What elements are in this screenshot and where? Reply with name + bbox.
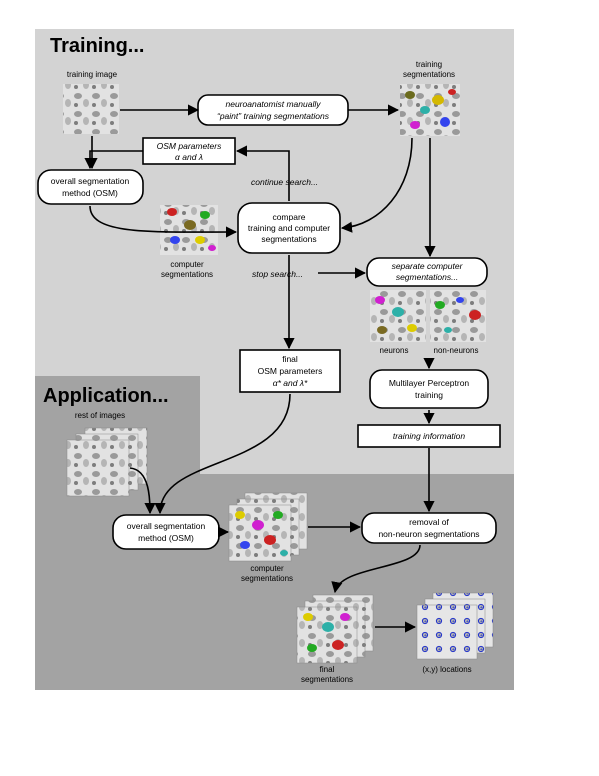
- neurons-image: [370, 290, 426, 342]
- training-image: [63, 84, 119, 134]
- training-information-label: training information: [393, 431, 466, 441]
- mlp-line1: Multilayer Perceptron: [389, 378, 470, 388]
- computer-segmentations-image: [160, 205, 218, 255]
- final-osm-line2: OSM parameters: [258, 366, 323, 376]
- neurons-label: neurons: [380, 346, 409, 355]
- removal-box: [361, 512, 497, 544]
- final-osm-parameters-box: [239, 349, 341, 393]
- rest-of-images-stack: [66, 427, 148, 497]
- training-image-label: training image: [67, 70, 118, 79]
- manual-paint-line1: neuroanatomist manually: [226, 99, 322, 109]
- removal-line1: removal of: [409, 517, 449, 527]
- arrows: [84, 104, 436, 633]
- rest-of-images-label: rest of images: [75, 411, 125, 420]
- osm-line2: method (OSM): [62, 188, 118, 198]
- removal-line2: non-neuron segmentations: [378, 529, 479, 539]
- xy-locations-label: (x,y) locations: [422, 665, 471, 674]
- manual-paint-line2: “paint” training segmentations: [217, 111, 330, 121]
- osm-line1: overall segmentation: [51, 176, 130, 186]
- computer-segmentations-label-2: segmentations: [161, 270, 213, 279]
- stop-search-label: stop search...: [252, 269, 303, 279]
- app-computer-segmentations-label-2: segmentations: [241, 574, 293, 583]
- xy-locations-stack: [416, 592, 494, 660]
- osm-parameters-line2: α and λ: [175, 152, 203, 162]
- final-segmentations-stack: [296, 594, 374, 664]
- app-computer-segmentations-stack: [228, 492, 308, 562]
- final-segmentations-label: final: [320, 665, 335, 674]
- separate-line2: segmentations...: [396, 272, 458, 282]
- mlp-training-box: [369, 369, 489, 409]
- separate-box: [366, 257, 488, 287]
- app-osm-line1: overall segmentation: [127, 521, 206, 531]
- final-osm-line3: α* and λ*: [273, 378, 308, 388]
- compare-box: [237, 202, 341, 254]
- training-section-title: Training...: [50, 35, 144, 57]
- osm-parameters-box: [142, 137, 236, 165]
- osm-parameters-line1: OSM parameters: [157, 141, 222, 151]
- non-neurons-label: non-neurons: [434, 346, 479, 355]
- continue-search-label: continue search...: [251, 177, 318, 187]
- final-osm-line1: final: [282, 354, 298, 364]
- separate-line1: separate computer: [392, 261, 464, 271]
- final-segmentations-label-2: segmentations: [301, 675, 353, 684]
- compare-line3: segmentations: [261, 234, 316, 244]
- app-osm-line2: method (OSM): [138, 533, 194, 543]
- training-segmentations-image: [400, 84, 460, 136]
- application-section-title: Application...: [43, 385, 169, 407]
- training-segmentations-label: training: [416, 60, 442, 69]
- compare-line2: training and computer: [248, 223, 330, 233]
- training-information-box: [357, 424, 501, 448]
- osm-box: [37, 169, 144, 205]
- training-segmentations-label-2: segmentations: [403, 70, 455, 79]
- non-neurons-image: [430, 290, 486, 342]
- app-computer-segmentations-label: computer: [250, 564, 284, 573]
- computer-segmentations-label: computer: [170, 260, 204, 269]
- compare-line1: compare: [272, 212, 305, 222]
- mlp-line2: training: [415, 390, 443, 400]
